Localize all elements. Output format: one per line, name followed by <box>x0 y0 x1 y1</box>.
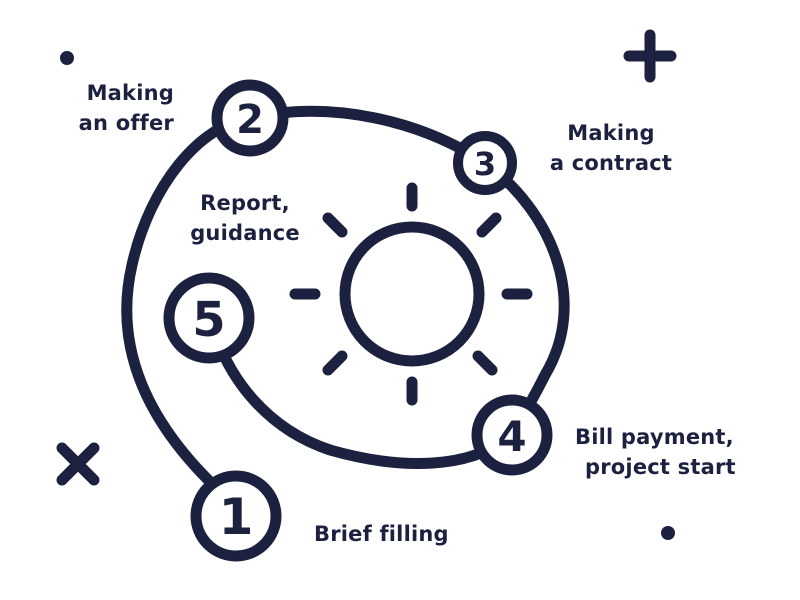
step-label-3-line-1: Making <box>567 121 655 145</box>
step-node-2: 2 <box>211 79 289 157</box>
sun-core <box>339 221 485 367</box>
step-label-3: Making a contract <box>541 118 681 178</box>
step-label-4-line-1: Bill payment, <box>575 425 734 449</box>
process-path <box>121 105 570 511</box>
dot-icon <box>661 526 675 540</box>
step-node-1: 1 <box>190 470 282 562</box>
step-label-5: Report, guidance <box>180 188 310 248</box>
step-node-5: 5 <box>163 272 255 364</box>
step-number-5: 5 <box>192 292 225 348</box>
step-label-4-line-2: project start <box>585 455 736 479</box>
step-number-1: 1 <box>219 488 254 546</box>
step-label-1: Brief filling <box>314 519 449 549</box>
step-label-1-line-1: Brief filling <box>314 522 449 546</box>
step-label-2: Making an offer <box>64 78 174 138</box>
sun-icon <box>289 182 533 406</box>
step-node-4: 4 <box>471 394 553 476</box>
step-label-3-line-2: a contract <box>549 151 673 175</box>
cross-icon <box>56 442 100 486</box>
plus-icon <box>623 29 677 83</box>
step-label-2-line-1: Making <box>86 81 174 105</box>
step-label-5-line-1: Report, <box>200 191 290 215</box>
step-label-5-line-2: guidance <box>190 221 300 245</box>
dot-icon <box>60 51 74 65</box>
step-label-2-line-2: an offer <box>78 111 174 135</box>
step-number-4: 4 <box>497 412 526 461</box>
step-number-3: 3 <box>474 145 496 183</box>
step-label-4: Bill payment, project start <box>575 422 736 482</box>
step-number-2: 2 <box>236 97 264 143</box>
step-node-3: 3 <box>453 131 517 195</box>
